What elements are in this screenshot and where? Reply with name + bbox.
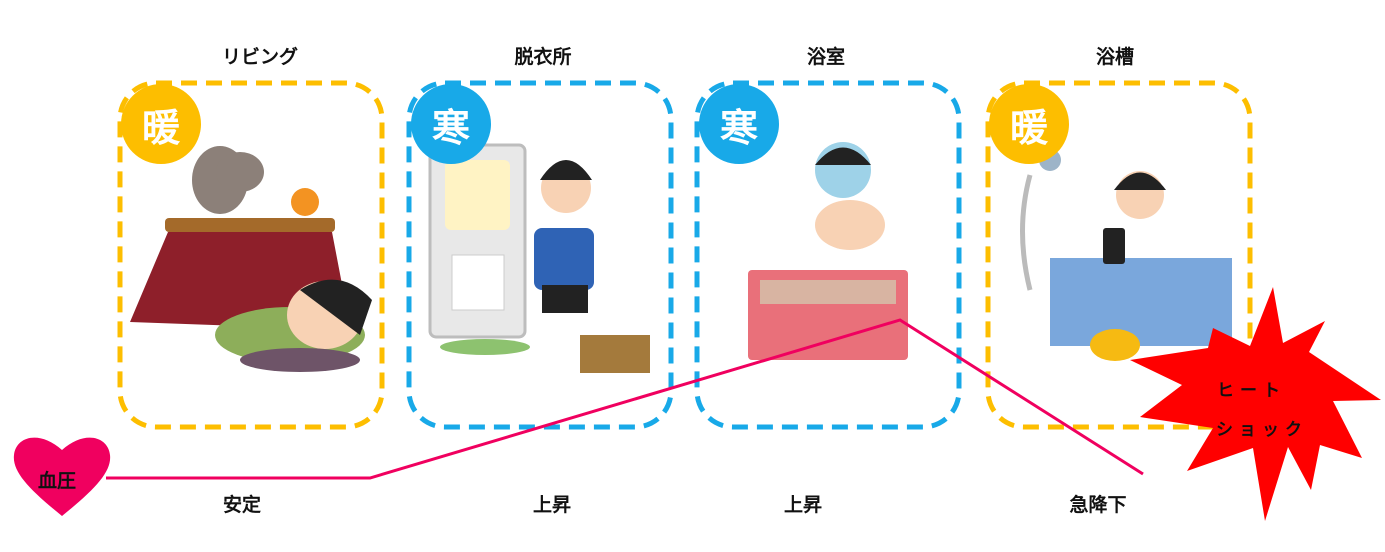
bp-status-living: 安定 <box>222 494 262 516</box>
warm-badge: 暖 <box>989 84 1069 164</box>
bathroom-illustration <box>748 142 908 360</box>
room-label-dressing: 脱衣所 <box>514 46 572 68</box>
dressing-room-frame <box>406 80 674 430</box>
heart-icon <box>13 437 111 516</box>
kotatsu-illustration <box>130 146 372 372</box>
room-label-bathroom: 浴室 <box>806 46 846 68</box>
heat-shock-line2: ショック <box>1216 420 1308 440</box>
cold-badge: 寒 <box>699 84 779 164</box>
bp-status-bathtub: 急降下 <box>1069 494 1127 516</box>
bp-status-dressing: 上昇 <box>532 494 572 516</box>
living-room-frame <box>117 80 385 430</box>
room-label-living: リビング <box>221 46 299 68</box>
bp-status-bathroom: 上昇 <box>783 494 823 516</box>
bathroom-frame <box>694 80 962 430</box>
cold-badge: 寒 <box>411 84 491 164</box>
room-label-bathtub: 浴槽 <box>1095 46 1135 68</box>
bathtub-illustration <box>1020 149 1232 361</box>
dressing-room-illustration <box>428 143 650 373</box>
blood-pressure-line <box>106 318 1144 480</box>
heat-shock-burst <box>1130 287 1381 521</box>
blood-pressure-label: 血圧 <box>38 470 77 492</box>
bathtub-frame <box>985 80 1253 430</box>
heat-shock-line1: ヒート <box>1217 381 1286 401</box>
warm-badge: 暖 <box>121 84 201 164</box>
